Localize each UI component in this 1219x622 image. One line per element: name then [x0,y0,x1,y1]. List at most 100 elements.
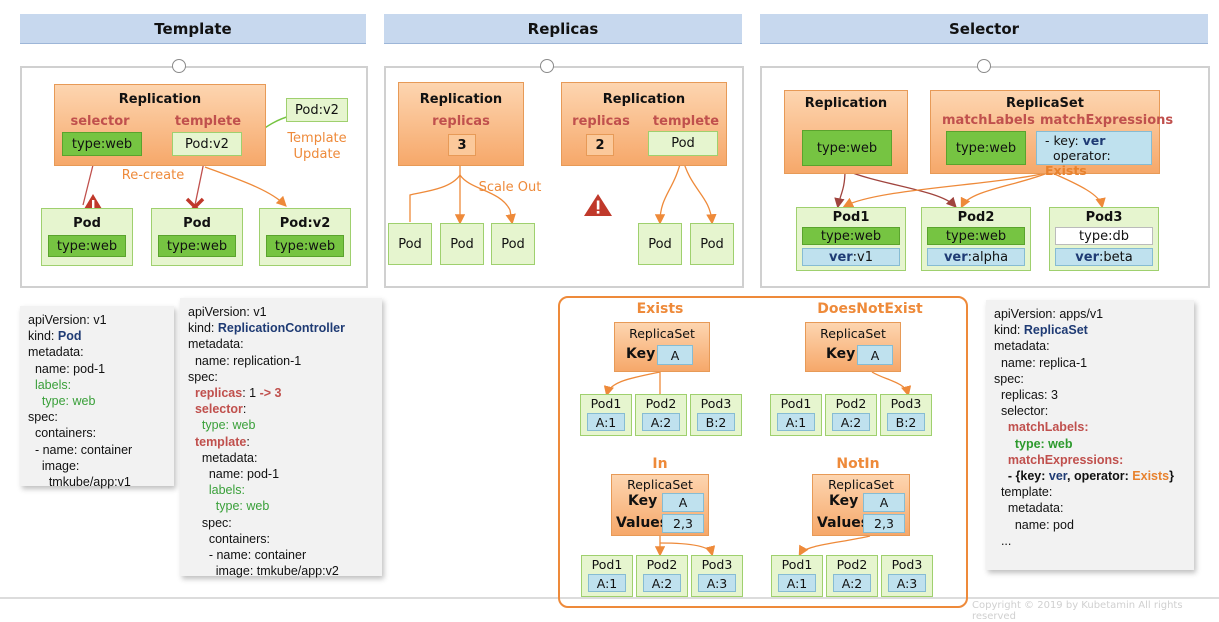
copyright-text: Copyright © 2019 by Kubetamin All rights… [972,600,1183,622]
yaml-line: name: replica-1 [994,355,1088,370]
header-replicas: Replicas [384,14,742,44]
yaml-line: type: web [994,436,1186,452]
selector-value: type:web [62,132,142,156]
operator-examples-box [558,296,968,608]
pod-ver-label: ver:v1 [802,248,900,266]
pod-label: type:web [48,235,126,257]
yaml-line: apiVersion: apps/v1 [994,307,1104,321]
example-title: DoesNotExist [817,301,923,317]
replicas-label: replicas [432,114,490,129]
match-expressions-label: matchExpressions [1040,113,1174,128]
yaml-line: template: [994,485,1053,500]
yaml-key: selector [194,402,243,417]
yaml-key: matchExpressions: [1007,452,1124,467]
pod-title: Pod2 [645,396,677,411]
templete-label: templete [174,114,242,129]
pod-label-value: A:1 [777,413,815,431]
header-selector: Selector [760,14,1208,44]
pod-title: Pod3 [1085,210,1123,225]
pod-ver-label: ver:alpha [927,248,1025,266]
yaml-text: : 1 [242,386,260,401]
templete-value: Pod [648,131,718,156]
example-title: In [652,456,668,472]
yaml-line: kind: ReplicaSet [994,322,1186,338]
replicaset-title: ReplicaSet [828,477,894,492]
replicaset-yaml: apiVersion: apps/v1 kind: ReplicaSet met… [986,300,1194,570]
pod-label: type:web [266,235,344,257]
replicas-value: 2 [586,134,614,156]
pod-box: Pod [491,223,535,265]
values-value: 2,3 [863,514,905,533]
yaml-text: : [246,434,250,449]
yaml-line: metadata: [28,345,84,360]
selector-label: selector [70,114,130,129]
ver-val: :alpha [967,249,1009,265]
pod-label-value: A:1 [587,413,625,431]
yaml-line: image: tmkube/app:v2 [188,564,339,579]
key-label: Key [826,346,856,362]
yaml-line: metadata: [188,450,258,465]
values-label: Values [616,515,669,531]
replicaset-title: ReplicaSet [1006,96,1084,111]
scale-out-note: Scale Out [478,180,542,195]
pod-title: Pod2 [957,210,995,225]
connector-knob [172,59,186,73]
values-value: 2,3 [662,514,704,533]
header-template: Template [20,14,366,44]
key-value: A [657,345,693,365]
yaml-line: tmkube/app:v1 [28,475,131,490]
yaml-line: kind: Pod [28,328,166,344]
pod-label-value: A:2 [642,413,680,431]
templete-label: templete [652,114,720,129]
yaml-line: name: pod-1 [28,361,106,376]
yaml-line: labels: [28,377,72,392]
pod-title: Pod2 [835,396,867,411]
yaml-op: Exists [1132,469,1170,484]
yaml-line: image: [28,458,80,473]
yaml-value: type: web [1014,436,1073,451]
pod-label-value: A:2 [832,413,870,431]
replication-selector-value: type:web [802,130,892,166]
pod-title: Pod [183,216,211,231]
yaml-line: metadata: [994,339,1050,354]
ver-key: ver [828,249,853,265]
pod-label-value: A:1 [778,574,816,592]
ver-key: ver [1075,249,1099,265]
yaml-key: ver [1048,469,1067,484]
templete-value: Pod:v2 [172,132,242,156]
yaml-line: name: pod [994,517,1074,532]
yaml-change: -> 3 [259,386,282,401]
pod-label: type:web [158,235,236,257]
yaml-text: - {key: [1007,469,1049,484]
values-label: Values [817,515,870,531]
key-value: A [662,493,704,512]
yaml-line: - name: container [188,548,307,563]
pod-label-value: A:2 [833,574,871,592]
recreate-note: Re-create [121,168,185,183]
pod-box: Pod [388,223,432,265]
yaml-line: name: replication-1 [188,353,302,368]
yaml-key: replicas [194,386,243,401]
replicas-value: 3 [448,134,476,156]
expr-op: Exists [1045,163,1087,178]
pod-title: Pod3 [890,396,922,411]
replicationcontroller-yaml: apiVersion: v1 kind: ReplicationControll… [180,298,382,579]
replicaset-title: ReplicaSet [629,326,695,341]
yaml-line: template: [188,434,374,450]
warning-icon [584,194,612,216]
yaml-line: apiVersion: v1 [28,313,107,327]
yaml-line: replicas: 1 -> 3 [188,385,374,401]
replication-title: Replication [118,92,202,107]
match-expressions-value: - key: ver operator: Exists [1036,131,1152,178]
yaml-text: kind: [994,323,1024,338]
expr-key: ver [1082,133,1106,148]
yaml-line: selector: [188,401,374,417]
yaml-line: - name: container [28,442,133,457]
yaml-line: containers: [28,426,97,441]
expr-op-prefix: operator: [1052,148,1111,163]
pod-box: Pod [440,223,484,265]
pod-title: Pod1 [780,396,812,411]
pod-title: Pod1 [590,396,622,411]
yaml-line: kind: ReplicationController [188,320,374,336]
yaml-text: } [1169,469,1175,484]
